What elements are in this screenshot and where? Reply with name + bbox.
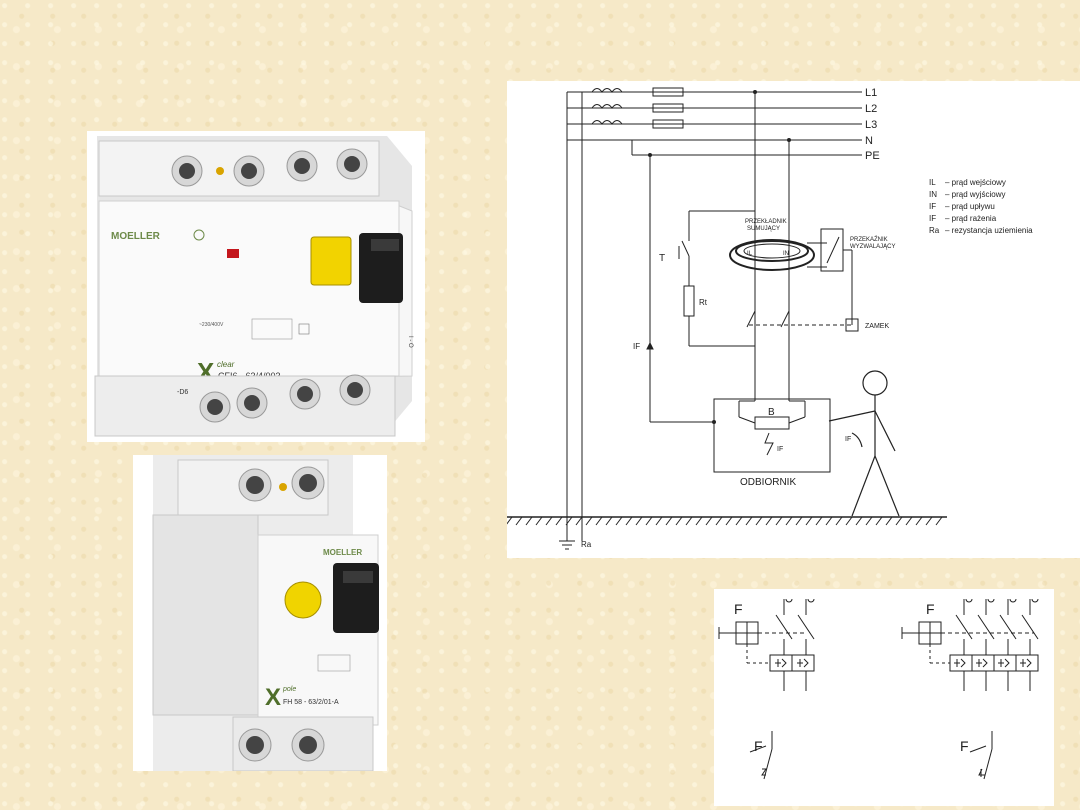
body-current-label: IF [845, 436, 851, 443]
bottom-terminals [199, 374, 371, 423]
test-button [284, 581, 322, 619]
rcd-symbols-panel: F F [714, 589, 1054, 806]
series-logo: X [265, 684, 281, 711]
line-label-pe: PE [865, 150, 880, 162]
legend-sym: IL [929, 178, 936, 187]
legend-sym: IF [929, 202, 936, 211]
test-circuit [678, 210, 755, 347]
legend: IL – prąd wejściowy IN – prąd wyjściowy … [929, 178, 1033, 235]
leakage-current-label: IF [633, 342, 640, 351]
legend-desc: – rezystancja uziemienia [945, 226, 1033, 235]
lock-label: ZAMEK [865, 323, 889, 330]
svg-text:I - O: I - O [407, 336, 413, 348]
top-terminals [171, 148, 368, 187]
test-button [310, 236, 352, 286]
load-label: B [768, 407, 775, 418]
ground-line [507, 516, 947, 550]
relay-label: PRZEKAŹNIK [850, 236, 888, 243]
line-label-l3: L3 [865, 119, 877, 131]
rcd-2-pole-photo: MOELLER X pole FH 58 - 63/2/01-A [133, 455, 387, 771]
label-f-simple-4: F [960, 738, 969, 754]
tripping-relay [807, 228, 853, 325]
load-current-label: IF [777, 446, 783, 453]
label-f-simple-2: F [754, 738, 763, 754]
series-suffix: pole [282, 686, 296, 693]
receiver-box [713, 398, 831, 473]
supply-lines [566, 87, 862, 541]
rcd-4-pole-photo: MOELLER ~230/400V I - O X clear CFI6 - 6… [87, 131, 425, 442]
rcd-wiring-diagram: L1 L2 L3 N PE IL IN PRZEKŁADNIK SUMUJĄCY… [507, 81, 1080, 558]
earth-resistance-label: Ra [581, 540, 592, 549]
symbol-4-pole [901, 598, 1039, 691]
line-label-l2: L2 [865, 103, 877, 115]
current-in-label: IL [747, 251, 753, 257]
main-contacts [746, 310, 859, 401]
series-suffix: clear [217, 360, 235, 369]
symbol-2-pole [718, 598, 815, 691]
status-indicator [227, 249, 239, 258]
label-f: F [734, 601, 743, 617]
legend-desc: – prąd rażenia [945, 214, 997, 223]
line-label-l1: L1 [865, 87, 877, 99]
simple-symbol-4 [969, 731, 993, 780]
legend-sym: IN [929, 190, 937, 199]
rating-text: ~230/400V [199, 322, 224, 328]
receiver-label: ODBIORNIK [740, 477, 796, 488]
brand-logo: MOELLER [111, 231, 161, 242]
line-label-n: N [865, 135, 873, 147]
test-resistor-label: Rt [699, 298, 708, 307]
legend-sym: IF [929, 214, 936, 223]
test-button-label: T [659, 253, 665, 264]
person-figure [828, 370, 900, 517]
legend-desc: – prąd wejściowy [945, 178, 1006, 187]
legend-desc: – prąd upływu [945, 202, 995, 211]
legend-desc: – prąd wyjściowy [945, 190, 1005, 199]
transformer-label: PRZEKŁADNIK [745, 219, 787, 225]
summing-transformer [729, 239, 815, 271]
transformer-label-2: SUMUJĄCY [747, 226, 780, 232]
label-f-4: F [926, 601, 935, 617]
brand-logo: MOELLER [323, 548, 362, 557]
bottom-label: -D6 [177, 389, 188, 396]
model-label: FH 58 - 63/2/01-A [283, 699, 339, 706]
legend-sym: Ra [929, 226, 940, 235]
relay-label-2: WYZWALAJĄCY [850, 244, 895, 250]
current-out-label: IN [783, 251, 789, 257]
simple-symbol-2 [749, 731, 773, 780]
